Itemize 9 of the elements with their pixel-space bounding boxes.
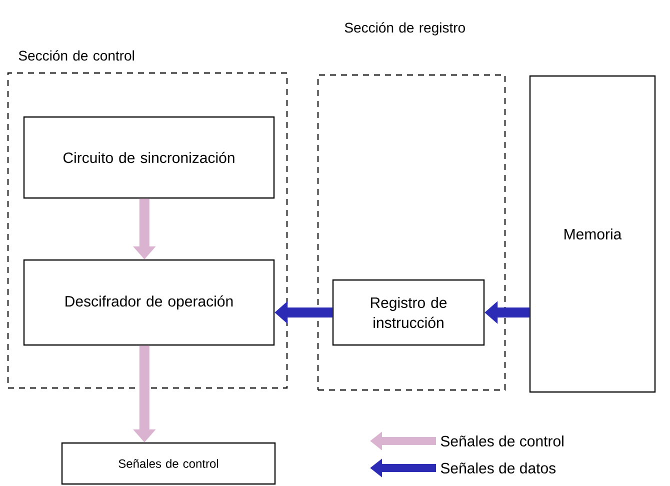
section-heading: Sección de control bbox=[18, 50, 134, 61]
process-box: Descifrador de operación bbox=[23, 259, 275, 346]
memory-box: Memoria bbox=[529, 75, 656, 393]
section-heading: Sección de registro bbox=[344, 22, 465, 36]
legend-text: Señales de datos bbox=[440, 462, 556, 474]
process-box: Señales de control bbox=[61, 442, 276, 485]
process-box: Circuito de sincronización bbox=[23, 116, 275, 199]
process-box: Registro de instrucción bbox=[332, 279, 485, 346]
legend-text: Señales de control bbox=[440, 435, 564, 446]
